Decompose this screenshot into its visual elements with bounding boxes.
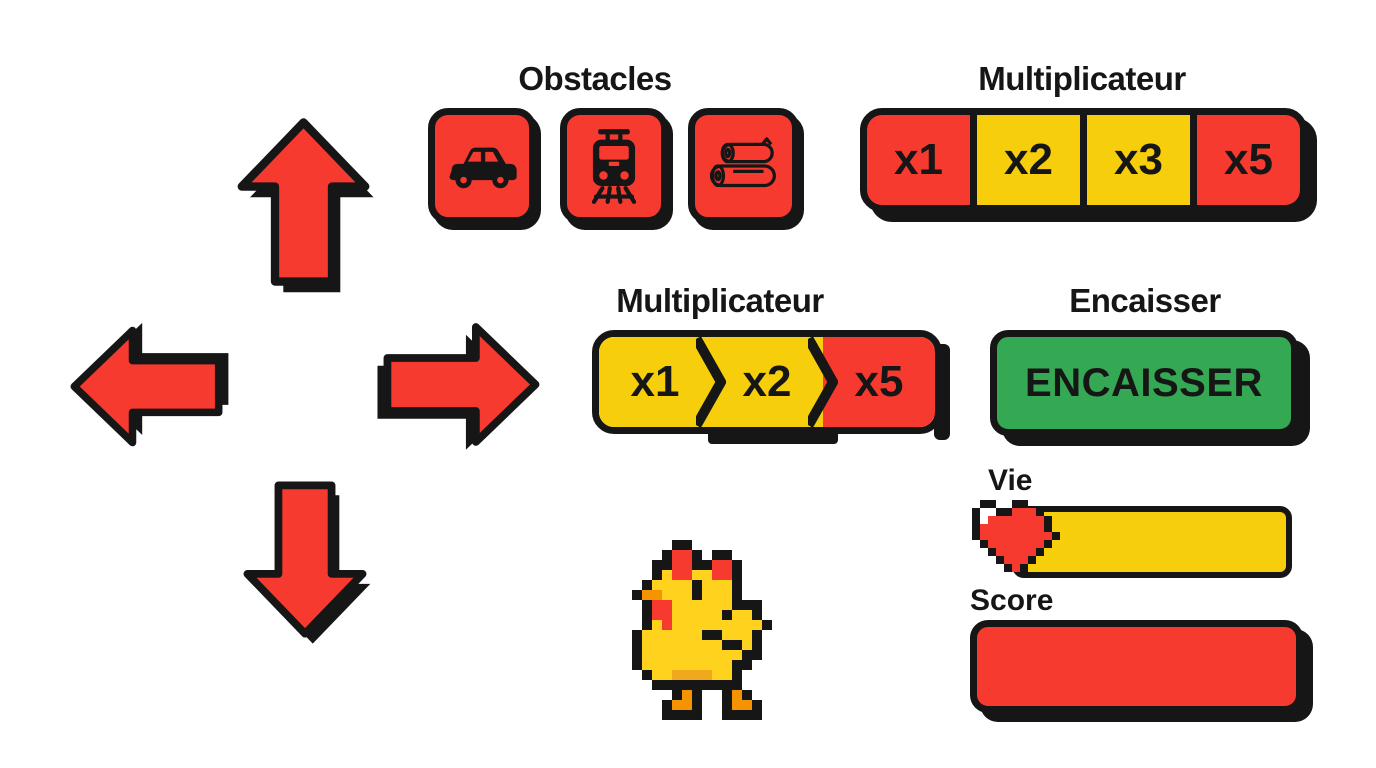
move-up-arrow[interactable] <box>237 113 374 293</box>
progress-segment-label: x2 <box>742 357 792 406</box>
move-down-arrow[interactable] <box>243 477 371 644</box>
multiplier-progress-title: Multiplicateur <box>616 282 824 319</box>
progress-segment-x2: x2 <box>711 337 823 427</box>
score-label: Score <box>970 584 1054 617</box>
move-left-arrow[interactable] <box>70 322 229 450</box>
multiplier-segment-x1: x1 <box>867 115 970 205</box>
progress-segment-label: x1 <box>630 357 680 406</box>
life-label: Vie <box>988 464 1033 497</box>
obstacle-tile-logs <box>688 108 799 224</box>
cash-out-button[interactable]: ENCAISSER <box>990 330 1298 436</box>
life-bar <box>1012 506 1292 578</box>
move-right-arrow[interactable] <box>377 322 540 450</box>
chicken-sprite <box>632 540 772 725</box>
chevron-divider-icon <box>696 337 726 427</box>
multiplier-segment-x3: x3 <box>1087 115 1190 205</box>
progress-segment-x5: x5 <box>823 337 935 427</box>
multiplier-segment-x2: x2 <box>977 115 1080 205</box>
car-icon <box>449 147 517 189</box>
multiplier-scale-title: Multiplicateur <box>978 60 1186 97</box>
multiplier-segment-label: x2 <box>1004 135 1053 184</box>
multiplier-segment-label: x1 <box>894 135 943 184</box>
multiplier-progress-bar: x1 x2 x5 <box>592 330 942 434</box>
chevron-divider-icon <box>808 337 838 427</box>
score-bar <box>970 620 1303 713</box>
arrow-left-icon <box>70 322 229 447</box>
multiplier-segment-label: x5 <box>1224 135 1273 184</box>
multiplier-segment-x5: x5 <box>1197 115 1300 205</box>
cash-out-title: Encaisser <box>1069 282 1221 319</box>
logs-icon <box>709 137 776 188</box>
progress-segment-label: x5 <box>854 357 904 406</box>
arrow-down-icon <box>243 481 371 644</box>
arrow-right-icon <box>377 323 540 450</box>
cash-out-button-label: ENCAISSER <box>1025 360 1263 405</box>
arrow-up-icon <box>237 118 374 293</box>
obstacle-tile-train <box>560 108 668 224</box>
multiplier-segment-label: x3 <box>1114 135 1163 184</box>
obstacle-tile-car <box>428 108 536 224</box>
train-icon <box>591 129 637 204</box>
progress-segment-x1: x1 <box>599 337 711 427</box>
heart-icon <box>972 500 1060 577</box>
multiplier-scale-bar: x1 x2 x3 x5 <box>860 108 1307 212</box>
obstacles-title: Obstacles <box>518 60 672 97</box>
